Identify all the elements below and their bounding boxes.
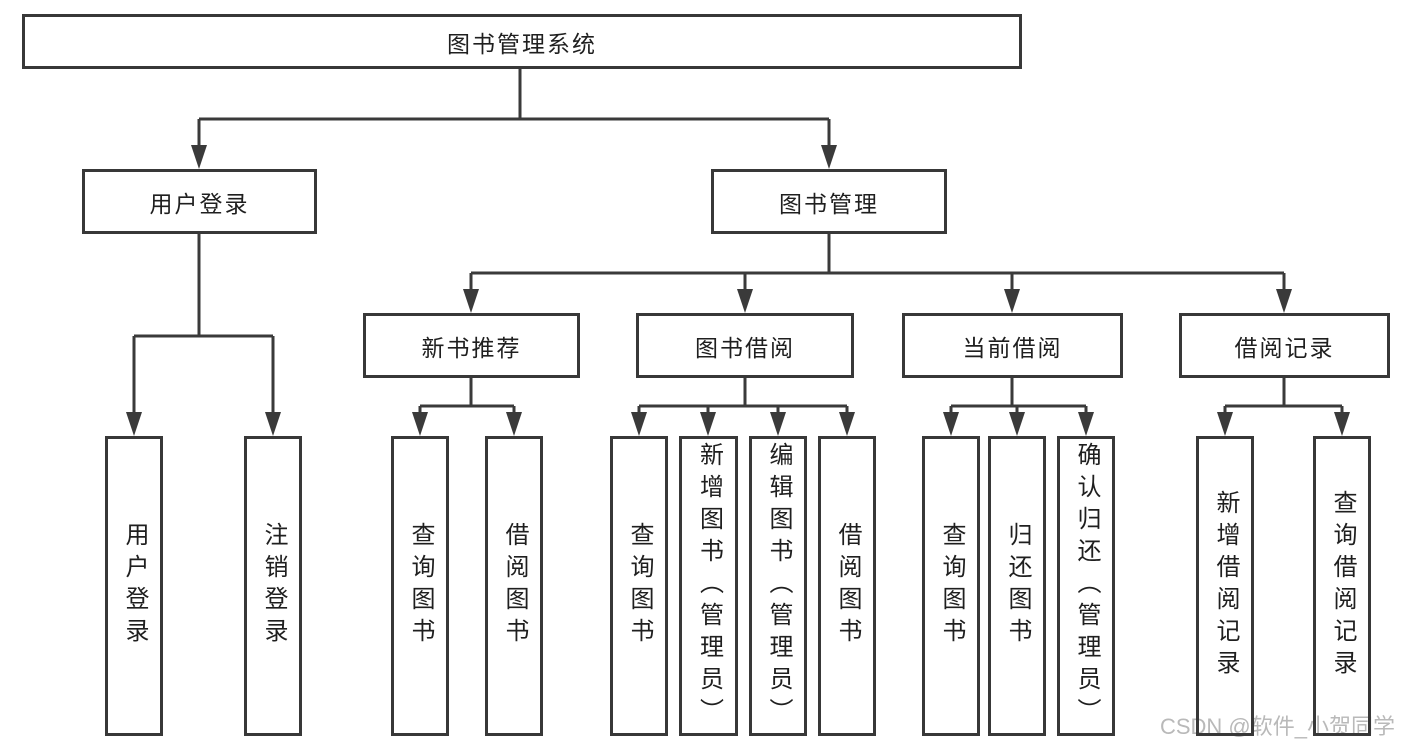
node-borrowing-records: 借阅记录	[1179, 313, 1390, 378]
node-user-login-action: 用户登录	[105, 436, 163, 736]
node-confirm-return-admin: 确认归还（管理员）	[1057, 436, 1115, 736]
node-borrow-books-recommendation: 借阅图书	[485, 436, 543, 736]
node-current-borrowing: 当前借阅	[902, 313, 1123, 378]
node-book-borrowing: 图书借阅	[636, 313, 854, 378]
node-library-management-system: 图书管理系统	[22, 14, 1022, 69]
node-book-management: 图书管理	[711, 169, 947, 234]
node-return-books: 归还图书	[988, 436, 1046, 736]
node-add-books-admin: 新增图书（管理员）	[679, 436, 738, 736]
node-borrow-books: 借阅图书	[818, 436, 876, 736]
node-query-books-recommendation: 查询图书	[391, 436, 449, 736]
node-query-books-current: 查询图书	[922, 436, 980, 736]
node-edit-books-admin: 编辑图书（管理员）	[749, 436, 807, 736]
node-query-books-borrowing: 查询图书	[610, 436, 668, 736]
node-add-borrow-record: 新增借阅记录	[1196, 436, 1254, 736]
node-query-borrow-record: 查询借阅记录	[1313, 436, 1371, 736]
node-new-book-recommendation: 新书推荐	[363, 313, 580, 378]
node-logout: 注销登录	[244, 436, 302, 736]
node-user-login: 用户登录	[82, 169, 317, 234]
